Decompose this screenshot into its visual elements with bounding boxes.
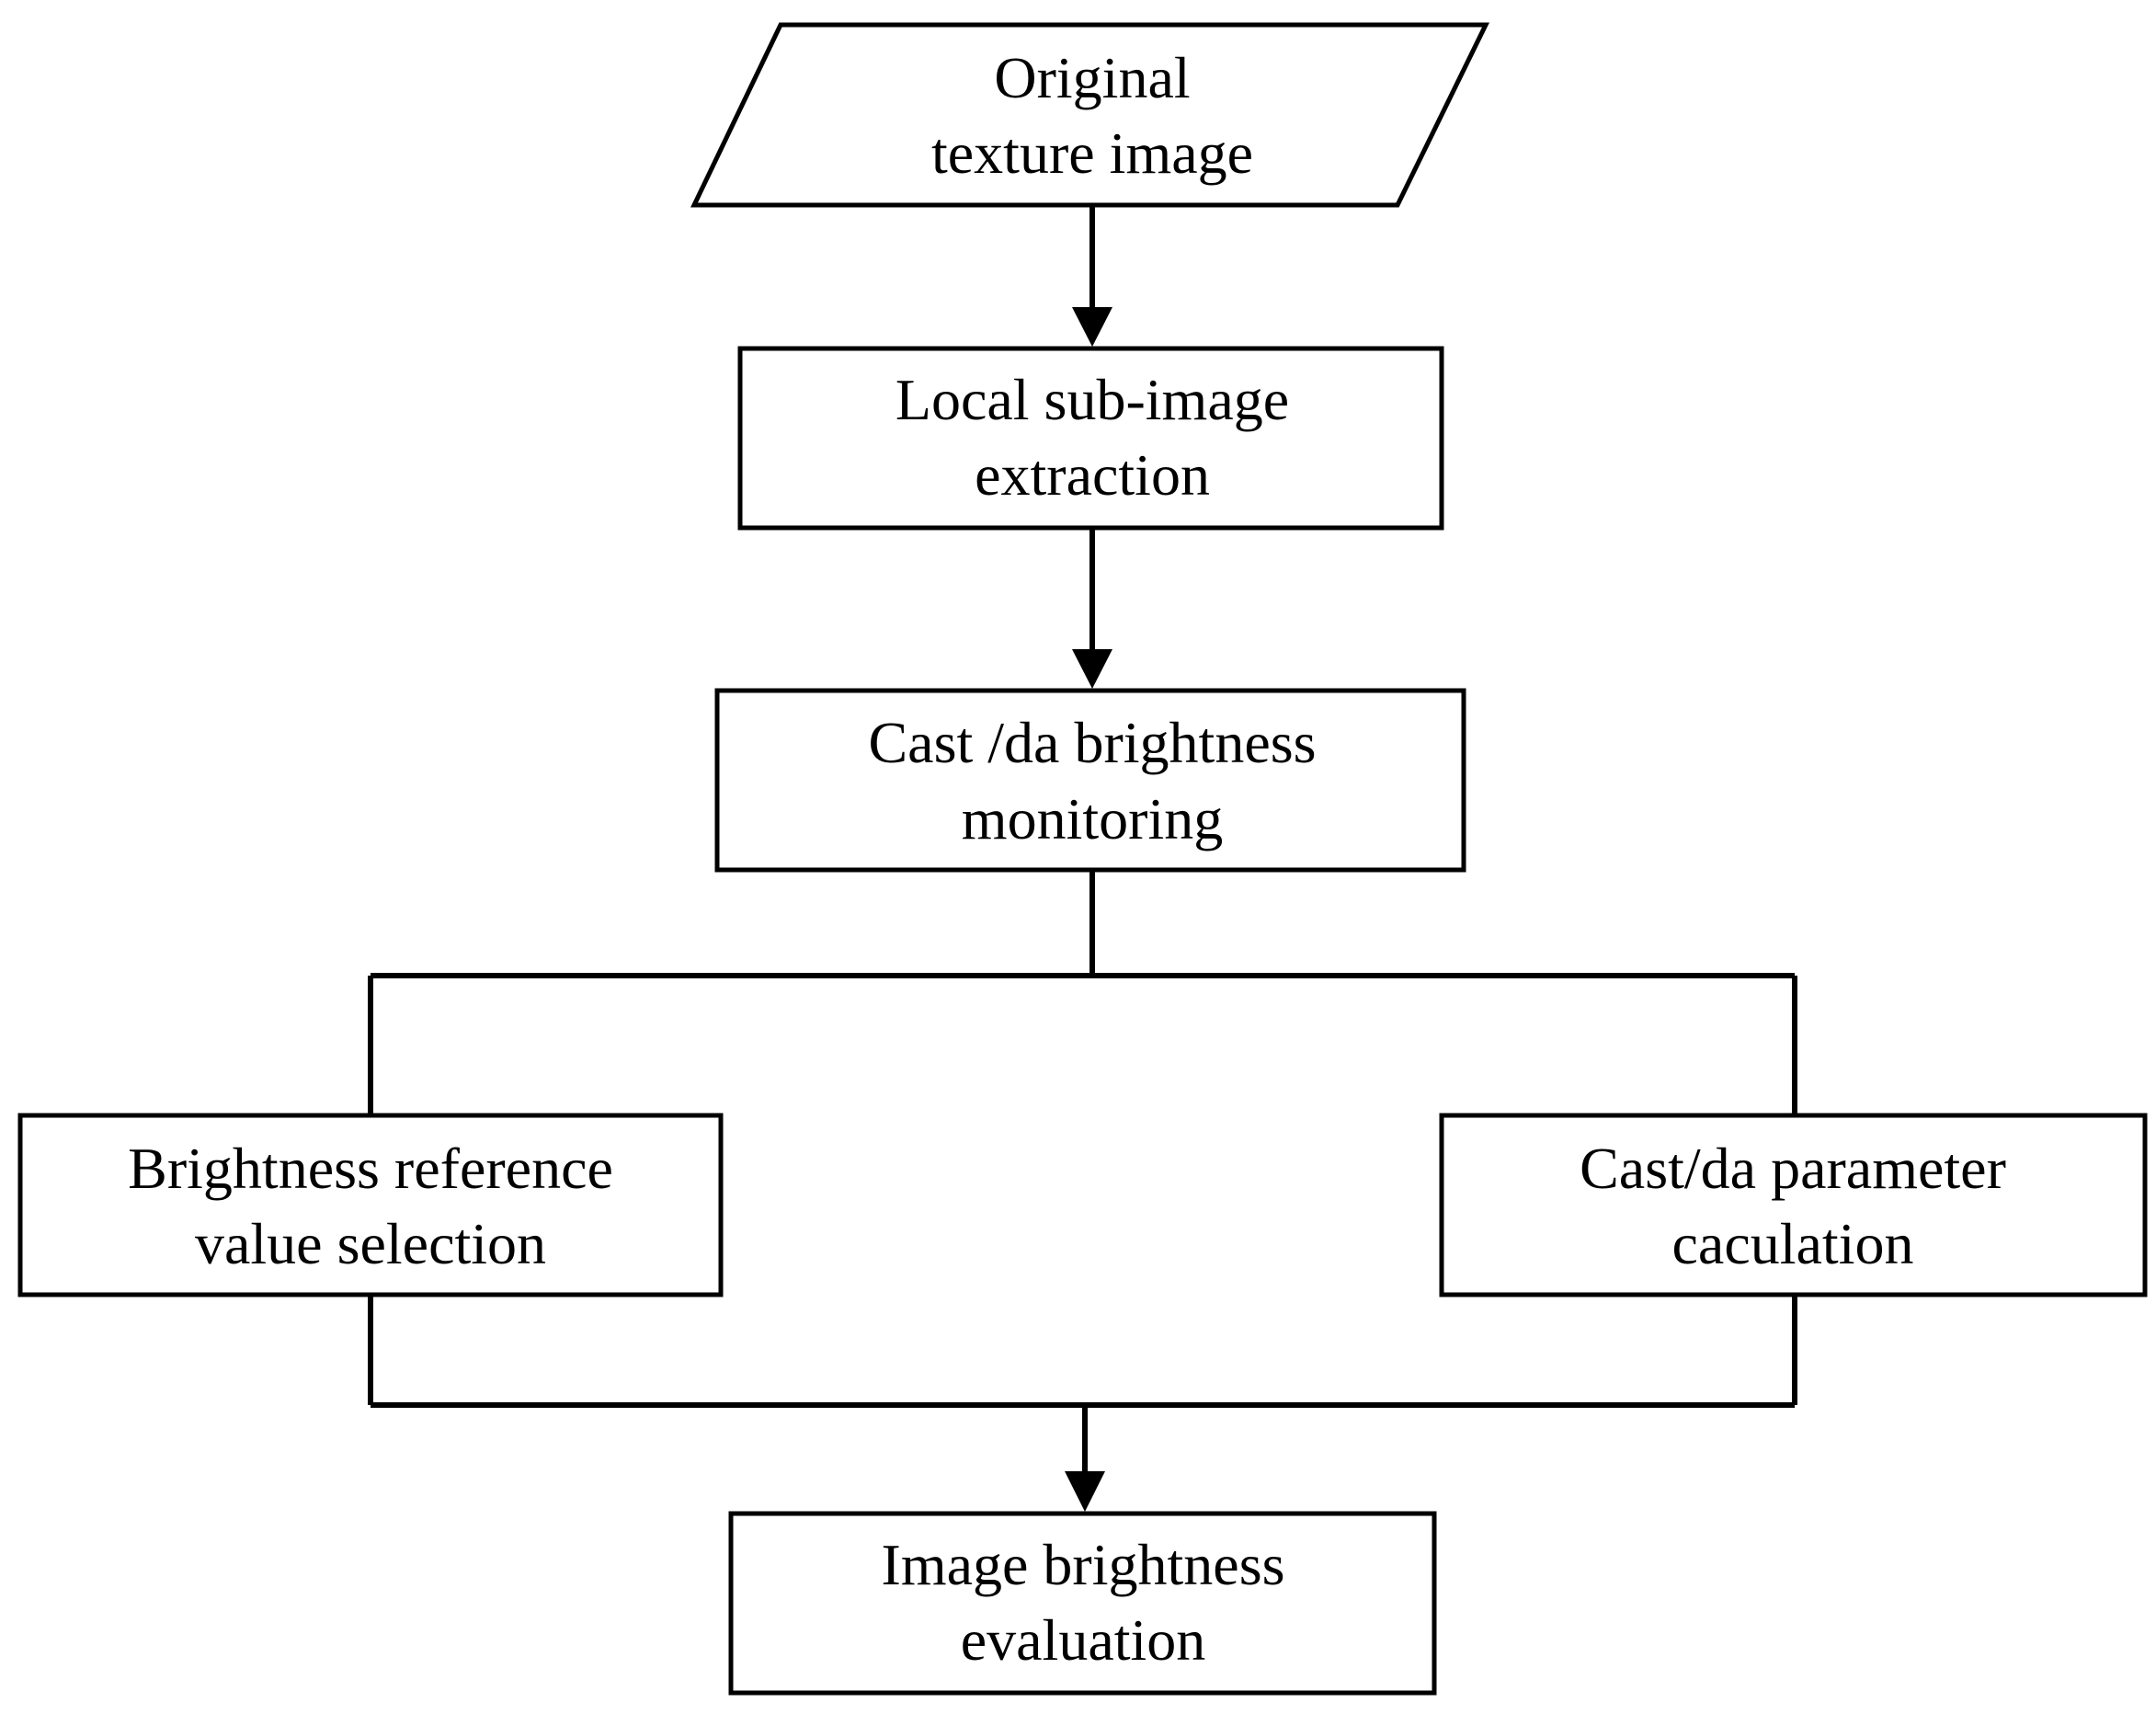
arrowhead	[1072, 307, 1112, 347]
split-connector	[368, 870, 1797, 1115]
node-label-line-1: Original	[994, 45, 1190, 110]
node-label-line-2: value selection	[195, 1211, 546, 1276]
node-image-brightness-evaluation: Image brightness evaluation	[728, 1511, 1437, 1696]
node-label-line-2: monitoring	[962, 786, 1223, 851]
node-local-sub-image-extraction: Local sub-image extraction	[737, 346, 1444, 531]
process-box	[737, 346, 1444, 531]
arrowhead	[1065, 1471, 1105, 1512]
node-label-line-2: evaluation	[961, 1607, 1206, 1673]
merge-connector	[368, 1295, 1797, 1475]
node-label-line-1: Cast /da brightness	[868, 710, 1316, 775]
node-cast-da-brightness-monitoring: Cast /da brightness monitoring	[714, 688, 1466, 873]
node-label-line-2: caculation	[1672, 1211, 1914, 1276]
input-parallelogram	[690, 22, 1490, 208]
node-brightness-reference-value-selection: Brightness reference value selection	[17, 1113, 724, 1297]
node-label-line-1: Local sub-image	[895, 367, 1289, 432]
process-box	[714, 688, 1466, 873]
node-label-line-1: Brightness reference	[128, 1136, 613, 1201]
process-box	[728, 1511, 1437, 1696]
node-label-line-1: Cast/da parameter	[1580, 1136, 2006, 1201]
node-original-texture-image: Original texture image	[690, 22, 1490, 208]
node-label-line-2: texture image	[931, 120, 1253, 186]
node-label-line-1: Image brightness	[882, 1532, 1285, 1597]
arrowhead	[1072, 649, 1112, 689]
node-label-line-2: extraction	[975, 442, 1210, 508]
node-cast-da-parameter-calculation: Cast/da parameter caculation	[1439, 1113, 2148, 1297]
